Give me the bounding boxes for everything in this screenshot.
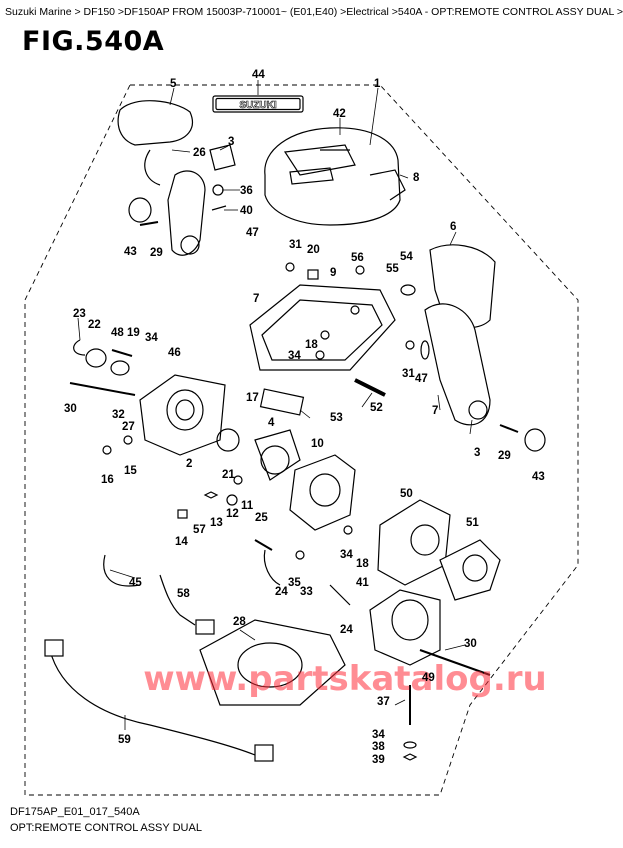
- callout: 57: [193, 524, 206, 536]
- callout: 12: [226, 508, 239, 520]
- base-plate: [249, 284, 396, 371]
- callout: 55: [386, 263, 399, 275]
- callout: 28: [233, 616, 246, 628]
- callout: 24: [340, 624, 353, 636]
- callout: 23: [73, 308, 86, 320]
- callout: 46: [168, 347, 181, 359]
- callout: 44: [252, 69, 265, 81]
- callout: 10: [311, 438, 324, 450]
- callout: 6: [450, 221, 456, 233]
- top-cover: [264, 127, 406, 226]
- diagram-code: DF175AP_E01_017_540A: [10, 806, 140, 818]
- callout: 58: [177, 588, 190, 600]
- callout: 56: [351, 252, 364, 264]
- callout: 40: [240, 205, 253, 217]
- callout: 26: [193, 147, 206, 159]
- callout: 19: [127, 327, 140, 339]
- callout: 14: [175, 536, 188, 548]
- callout: 45: [129, 577, 142, 589]
- callout: 20: [307, 244, 320, 256]
- callout: 30: [64, 403, 77, 415]
- callout: 17: [246, 392, 259, 404]
- callout: 3: [228, 136, 234, 148]
- callout: 47: [246, 227, 259, 239]
- callout: 47: [415, 373, 428, 385]
- callout: 49: [422, 672, 435, 684]
- figure-title: FIG.540A: [22, 26, 165, 57]
- callout: 16: [101, 474, 114, 486]
- callout: 9: [330, 267, 336, 279]
- callout: 39: [372, 754, 385, 766]
- callout: 34: [145, 332, 158, 344]
- left-control-housing: [69, 339, 226, 456]
- small-hardware: [102, 221, 546, 560]
- callout: 18: [305, 339, 318, 351]
- center-gear-housing: [216, 378, 386, 531]
- callout: 22: [88, 319, 101, 331]
- callout: 27: [122, 421, 135, 433]
- wiring-harness: [44, 549, 351, 762]
- callout: 24: [275, 586, 288, 598]
- callout: 29: [150, 247, 163, 259]
- callout: 43: [124, 246, 137, 258]
- callout-numbers: 44 1 5 42 3 26 8 36 40 43 29 47 31 20 56…: [64, 69, 545, 766]
- callout: 31: [402, 368, 415, 380]
- callout: 18: [356, 558, 369, 570]
- callout: 41: [356, 577, 369, 589]
- callout: 51: [466, 517, 479, 529]
- callout: 42: [333, 108, 346, 120]
- callout: 15: [124, 465, 137, 477]
- callout: 54: [400, 251, 413, 263]
- callout: 11: [241, 500, 254, 512]
- gasket-plate: [199, 619, 346, 706]
- callout: 30: [464, 638, 477, 650]
- callout: 37: [377, 696, 390, 708]
- exploded-parts-diagram: SUZUKI: [24, 69, 579, 796]
- diagram-caption: OPT:REMOTE CONTROL ASSY DUAL: [10, 822, 202, 834]
- callout: 59: [118, 734, 131, 746]
- callout: 21: [222, 469, 235, 481]
- assembly-boundary: [24, 84, 579, 796]
- callout: 33: [300, 586, 313, 598]
- callout: 52: [370, 402, 383, 414]
- callout: 1: [374, 78, 381, 90]
- switch-units: [369, 499, 501, 761]
- leader-lines: [77, 80, 473, 730]
- callout: 34: [340, 549, 353, 561]
- callout: 5: [170, 78, 177, 90]
- callout: 13: [210, 517, 223, 529]
- suzuki-logo-text: SUZUKI: [239, 100, 276, 111]
- callout: 29: [498, 450, 511, 462]
- callout: 35: [288, 577, 301, 589]
- callout: 34: [288, 350, 301, 362]
- callout: 8: [413, 172, 420, 184]
- callout: 7: [432, 405, 438, 417]
- callout: 43: [532, 471, 545, 483]
- callout: 2: [186, 458, 192, 470]
- callout: 25: [255, 512, 268, 524]
- callout: 32: [112, 409, 125, 421]
- suzuki-emblem: SUZUKI: [212, 95, 304, 113]
- callout: 3: [474, 447, 480, 459]
- callout: 48: [111, 327, 124, 339]
- callout: 31: [289, 239, 302, 251]
- callout: 4: [268, 417, 275, 429]
- watermark-text: www.partskatalog.ru: [143, 659, 547, 699]
- callout: 38: [372, 741, 385, 753]
- second-handle: [424, 244, 496, 426]
- callout: 36: [240, 185, 253, 197]
- callout: 53: [330, 412, 343, 424]
- callout: 7: [253, 293, 259, 305]
- callout: 50: [400, 488, 413, 500]
- handle-lever: [117, 100, 236, 256]
- breadcrumb[interactable]: Suzuki Marine > DF150 >DF150AP FROM 1500…: [5, 6, 623, 18]
- callout: 34: [372, 729, 385, 741]
